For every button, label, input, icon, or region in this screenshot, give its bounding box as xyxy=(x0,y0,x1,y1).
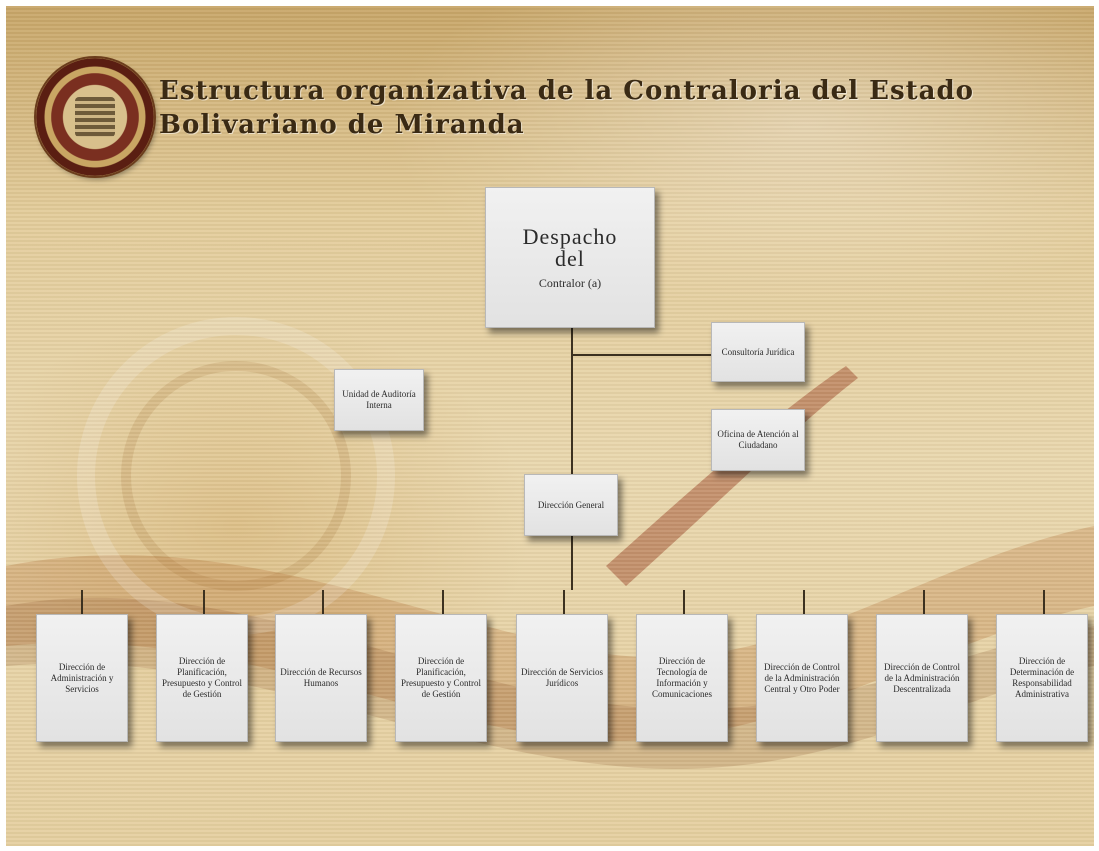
institution-seal xyxy=(36,58,154,176)
node-directorate-5: Dirección de Servicios Jurídicos xyxy=(516,614,608,742)
connector-tick xyxy=(322,590,324,614)
node-auditoria-interna: Unidad de Auditoría Interna xyxy=(334,369,424,431)
connector-tick xyxy=(563,590,565,614)
node-directorate-7: Dirección de Control de la Administració… xyxy=(756,614,848,742)
node-despacho-line-3: Contralor (a) xyxy=(538,275,602,290)
connector-tick xyxy=(81,590,83,614)
node-label: Dirección General xyxy=(537,499,605,510)
node-label: Unidad de Auditoría Interna xyxy=(342,389,416,410)
node-atencion-ciudadano: Oficina de Atención al Ciudadano xyxy=(711,409,805,471)
node-directorate-3: Dirección de Recursos Humanos xyxy=(275,614,367,742)
node-label: Dirección de Planificación, Presupuesto … xyxy=(401,656,481,699)
connector-tick xyxy=(203,590,205,614)
seal-emblem xyxy=(75,97,115,137)
node-label: Oficina de Atención al Ciudadano xyxy=(717,429,799,450)
org-chart-canvas: Estructura organizativa de la Contralori… xyxy=(6,6,1094,846)
chart-title-line-1: Estructura organizativa de la Contralori… xyxy=(159,76,974,106)
node-label: Consultoría Jurídica xyxy=(721,346,795,357)
node-directorate-8: Dirección de Control de la Administració… xyxy=(876,614,968,742)
chart-title-line-2: Bolivariano de Miranda xyxy=(159,110,525,140)
connector-staff-right xyxy=(571,354,711,356)
connector-tick xyxy=(683,590,685,614)
node-despacho-line-1: Despacho xyxy=(522,223,618,249)
connector-tick xyxy=(442,590,444,614)
node-label: Dirección de Planificación, Presupuesto … xyxy=(162,656,242,699)
connector-despacho-vertical xyxy=(571,328,573,478)
chart-title: Estructura organizativa de la Contralori… xyxy=(159,74,989,142)
connector-tick xyxy=(1043,590,1045,614)
node-label: Dirección de Control de la Administració… xyxy=(884,661,960,694)
node-despacho-contralor: Despacho del Contralor (a) xyxy=(485,187,655,328)
node-despacho-line-2: del xyxy=(555,245,585,271)
node-directorate-9: Dirección de Determinación de Responsabi… xyxy=(996,614,1088,742)
connector-tick xyxy=(803,590,805,614)
node-label: Dirección de Recursos Humanos xyxy=(280,667,362,688)
node-direccion-general: Dirección General xyxy=(524,474,618,536)
node-directorate-1: Dirección de Administración y Servicios xyxy=(36,614,128,742)
node-label: Dirección de Control de la Administració… xyxy=(764,661,840,694)
node-label: Dirección de Servicios Jurídicos xyxy=(521,667,603,688)
node-consultoria-juridica: Consultoría Jurídica xyxy=(711,322,805,382)
connector-direccion-down xyxy=(571,536,573,590)
node-directorate-6: Dirección de Tecnología de Información y… xyxy=(636,614,728,742)
node-label: Dirección de Tecnología de Información y… xyxy=(652,656,712,699)
node-label: Dirección de Determinación de Responsabi… xyxy=(1009,656,1075,699)
node-label: Dirección de Administración y Servicios xyxy=(50,661,114,694)
node-directorate-2: Dirección de Planificación, Presupuesto … xyxy=(156,614,248,742)
connector-tick xyxy=(923,590,925,614)
node-directorate-4: Dirección de Planificación, Presupuesto … xyxy=(395,614,487,742)
